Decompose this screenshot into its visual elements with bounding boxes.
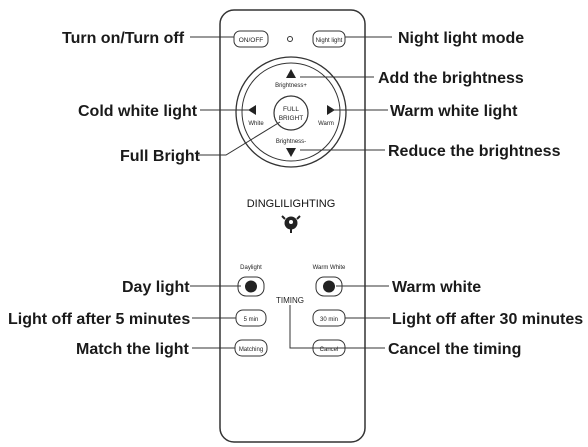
warm-white-button[interactable]: Warm bbox=[318, 105, 335, 127]
warm-white-mode-button[interactable] bbox=[315, 276, 343, 297]
daylight-label: Daylight bbox=[240, 265, 262, 271]
arrow-right-icon bbox=[327, 105, 335, 115]
five-min-label: 5 min bbox=[244, 317, 259, 323]
thirty-min-label: 30 min bbox=[320, 317, 338, 323]
matching-label: Matching bbox=[239, 347, 263, 353]
bulb-icon bbox=[323, 280, 335, 293]
arrow-up-icon bbox=[286, 69, 296, 78]
five-min-button[interactable]: 5 min bbox=[235, 309, 267, 327]
full-label: FULL bbox=[283, 106, 299, 113]
warm-white-label: Warm White bbox=[313, 265, 346, 271]
thirty-min-button[interactable]: 30 min bbox=[312, 309, 346, 327]
brand-label: DINGLILIGHTING bbox=[247, 198, 336, 210]
callout-night-light-mode: Night light mode bbox=[398, 30, 524, 47]
cold-white-button[interactable]: White bbox=[248, 105, 264, 127]
daylight-button[interactable] bbox=[237, 276, 265, 297]
callout-match: Match the light bbox=[76, 341, 190, 358]
bright-label: BRIGHT bbox=[279, 115, 304, 122]
on-off-label: ON/OFF bbox=[239, 37, 264, 44]
brand-logo-icon bbox=[281, 215, 301, 233]
sun-icon bbox=[245, 280, 257, 293]
matching-button[interactable]: Matching bbox=[234, 339, 268, 357]
leader-lines bbox=[190, 36, 392, 349]
callout-reduce-brightness: Reduce the brightness bbox=[388, 143, 561, 160]
callout-turn-on-off: Turn on/Turn off bbox=[62, 30, 185, 47]
callout-warm-white: Warm white bbox=[392, 279, 481, 296]
arrow-left-icon bbox=[248, 105, 256, 115]
callout-warm-white-light: Warm white light bbox=[390, 103, 518, 120]
brightness-plus-label: Brightness+ bbox=[275, 83, 307, 89]
callout-cold-white: Cold white light bbox=[78, 103, 198, 120]
timing-label: TIMING bbox=[276, 296, 304, 305]
on-off-button[interactable]: ON/OFF bbox=[233, 30, 269, 48]
warm-label: Warm bbox=[318, 121, 334, 127]
indicator-led bbox=[287, 36, 293, 42]
callout-cancel-timing: Cancel the timing bbox=[388, 341, 521, 358]
arrow-down-icon bbox=[286, 148, 296, 157]
callout-off-5: Light off after 5 minutes bbox=[8, 311, 190, 328]
brightness-down-button[interactable]: Brightness- bbox=[276, 139, 306, 157]
night-light-label: Night light bbox=[316, 38, 343, 44]
brightness-minus-label: Brightness- bbox=[276, 139, 306, 145]
callout-add-brightness: Add the brightness bbox=[378, 70, 524, 87]
brightness-up-button[interactable]: Brightness+ bbox=[275, 69, 307, 89]
cancel-label: Cancel bbox=[320, 347, 339, 353]
callout-full-bright: Full Bright bbox=[120, 148, 201, 165]
white-label: White bbox=[248, 121, 264, 127]
callout-off-30: Light off after 30 minutes bbox=[392, 311, 583, 328]
night-light-button[interactable]: Night light bbox=[312, 30, 346, 48]
full-bright-button[interactable]: FULL BRIGHT bbox=[273, 95, 309, 131]
callout-day-light: Day light bbox=[122, 279, 190, 296]
